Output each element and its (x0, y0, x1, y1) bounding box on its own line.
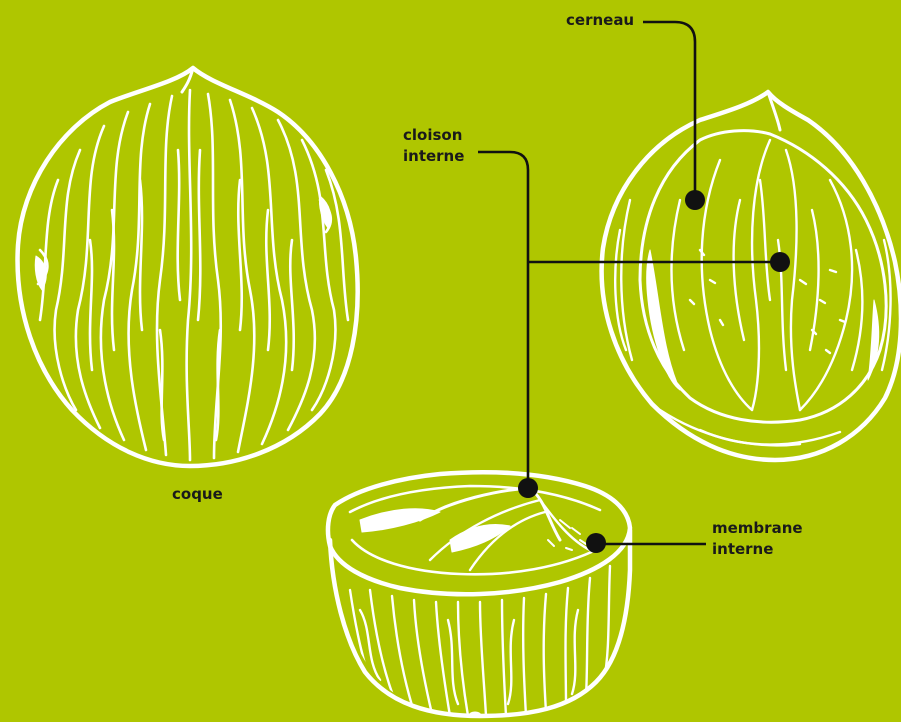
cloison-leader-line (478, 152, 528, 488)
membrane-marker-dot (586, 533, 606, 553)
open-shell-illustration (328, 472, 630, 716)
cerneau-label: cerneau (566, 10, 634, 31)
cerneau-label-text: cerneau (566, 11, 634, 29)
cloison-marker-dot-shell (518, 478, 538, 498)
half-walnut-illustration (602, 92, 901, 460)
cloison-label-line1: cloison (403, 125, 464, 146)
membrane-interne-label: membrane interne (712, 518, 803, 560)
coque-label: coque (172, 484, 223, 505)
coque-label-text: coque (172, 485, 223, 503)
cerneau-marker-dot (685, 190, 705, 210)
cloison-label-line2: interne (403, 146, 464, 167)
cloison-interne-label: cloison interne (403, 125, 464, 167)
cloison-marker-dot-half (770, 252, 790, 272)
marker-dots (518, 190, 790, 553)
membrane-label-line2: interne (712, 539, 803, 560)
membrane-label-line1: membrane (712, 518, 803, 539)
whole-walnut-illustration (18, 68, 358, 466)
